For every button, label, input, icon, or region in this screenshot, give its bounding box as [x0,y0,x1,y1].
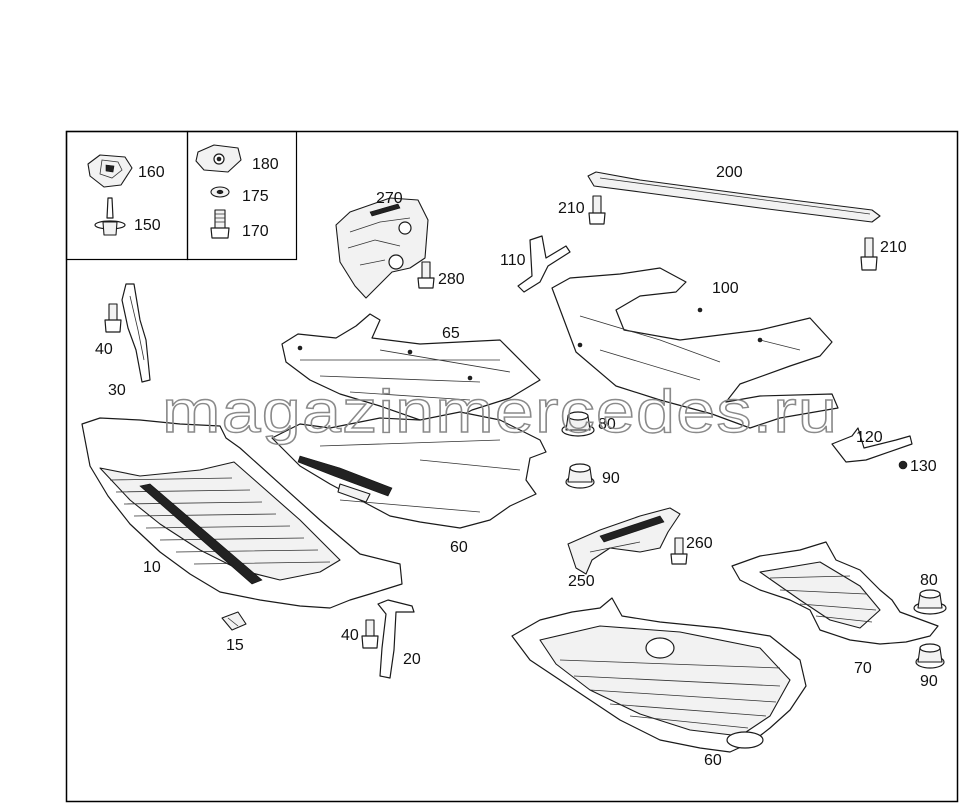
label-10: 10 [143,559,161,576]
label-40-upper: 40 [95,341,113,358]
shield-60-upper-icon [271,411,547,529]
label-90-upper: 90 [602,470,620,487]
label-130: 130 [910,458,937,475]
label-120: 120 [856,429,883,446]
label-60-lower: 60 [704,752,722,769]
label-20: 20 [403,651,421,668]
grommet-80-lower-icon [913,589,947,615]
label-30: 30 [108,382,126,399]
watermark: magazinmercedes.ru [162,378,838,445]
bracket-250-icon [567,507,681,575]
washer-175-icon [210,186,230,198]
label-60-upper: 60 [450,539,468,556]
bolt-210-left-icon [588,195,606,225]
cover-100-icon [551,267,839,429]
inset-box-right [186,130,298,261]
grommet-80-upper-icon [561,411,595,437]
screw-130-icon [898,460,908,470]
label-70: 70 [854,660,872,677]
bolt-280-icon [417,261,435,289]
bracket-120-icon [831,427,913,463]
bolt-170-icon [210,209,230,239]
bolt-260-icon [670,537,688,565]
label-200: 200 [716,164,743,181]
shield-60-lower-icon [511,597,807,753]
label-250: 250 [568,573,595,590]
underbody-panel-10-icon [81,417,403,609]
label-180: 180 [252,156,279,173]
bolt-210-right-icon [860,237,878,271]
label-65: 65 [442,325,460,342]
inset-box-left [65,130,189,261]
grommet-90-upper-icon [565,463,595,489]
nut-clip-180-icon [195,144,242,173]
label-100: 100 [712,280,739,297]
label-80-lower: 80 [920,572,938,589]
label-270: 270 [376,190,403,207]
clip-15-icon [221,611,247,631]
label-40-lower: 40 [341,627,359,644]
label-160: 160 [138,164,165,181]
diagram-frame [65,130,959,803]
label-15: 15 [226,637,244,654]
strut-bar-200-icon [587,171,881,223]
grommet-90-lower-icon [915,643,945,669]
label-260: 260 [686,535,713,552]
label-210-left: 210 [558,200,585,217]
label-90-lower: 90 [920,673,938,690]
label-150: 150 [134,217,161,234]
push-rivet-150-icon [94,197,126,236]
bolt-40-upper-icon [104,303,122,333]
bolt-40-lower-icon [361,619,379,649]
clip-160-icon [87,154,133,188]
shield-70-icon [731,541,939,645]
shield-65-icon [281,313,541,429]
bracket-270-icon [335,197,429,299]
label-170: 170 [242,223,269,240]
label-80-upper: 80 [598,416,616,433]
label-175: 175 [242,188,269,205]
bracket-20-icon [377,599,415,679]
bracket-30-icon [121,283,151,383]
label-280: 280 [438,271,465,288]
bracket-110-icon [517,235,571,293]
label-210-right: 210 [880,239,907,256]
label-110: 110 [500,252,526,269]
